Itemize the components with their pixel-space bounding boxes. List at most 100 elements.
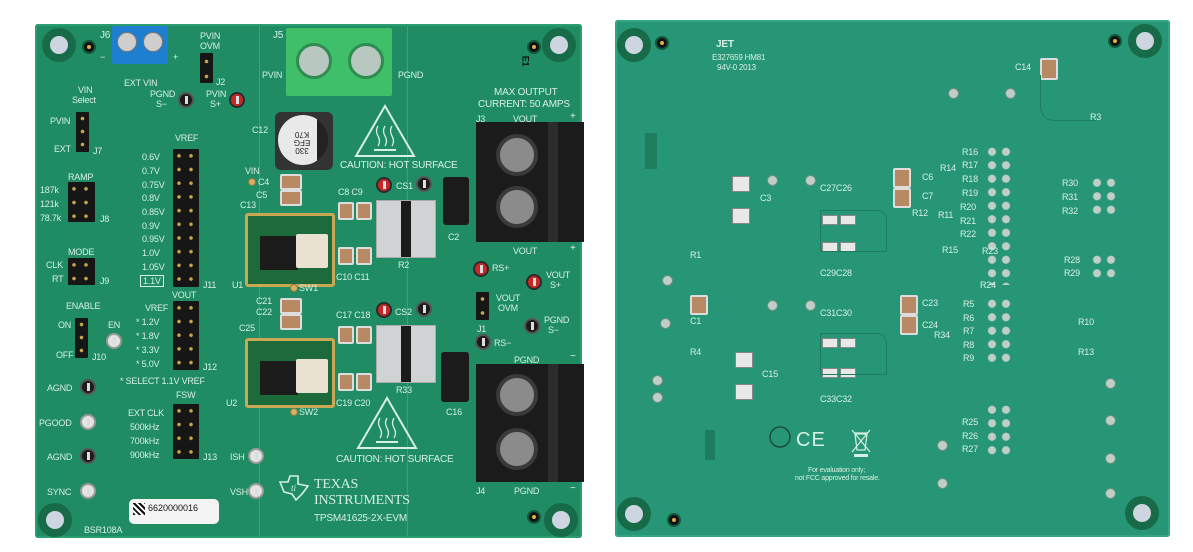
serial-number: 6620000016	[148, 503, 199, 513]
ref-r14: R14	[940, 163, 956, 173]
svg-text:ti: ti	[291, 483, 297, 493]
vref-option-selected: 1.1V	[140, 275, 164, 287]
test-point-vout-sense[interactable]	[526, 274, 542, 290]
label-c8-c9: C8 C9	[338, 187, 363, 197]
test-point-pgood[interactable]	[80, 414, 96, 430]
ref-r20: R20	[960, 202, 976, 212]
label-j11: J11	[203, 280, 217, 290]
label-cs2: CS2	[395, 307, 412, 317]
fsw-option: 700kHz	[130, 436, 160, 446]
label-plus: +	[570, 243, 576, 254]
test-point-vsh[interactable]	[248, 483, 264, 499]
test-point-current-sense-1-positive[interactable]	[376, 177, 392, 193]
capacitor-c9	[356, 202, 372, 220]
test-point-enable[interactable]	[106, 333, 122, 349]
plane-divider	[407, 26, 408, 536]
test-point-current-sense-2-negative[interactable]	[416, 301, 432, 317]
test-point-agnd[interactable]	[80, 379, 96, 395]
test-point-rs-plus[interactable]	[473, 261, 489, 277]
copper-trace	[1040, 75, 1096, 121]
label-ramp-78k: 78.7k	[40, 213, 62, 223]
test-point-pgnd-sense[interactable]	[178, 92, 194, 108]
label-sw1: SW1	[299, 283, 318, 293]
ref-r1: R1	[690, 250, 702, 260]
pgnd-terminal-block-j4[interactable]	[476, 364, 584, 482]
test-point-current-sense-2-positive[interactable]	[376, 302, 392, 318]
test-point-pgnd-sense-2[interactable]	[524, 318, 540, 334]
ref-r25: R25	[962, 417, 978, 427]
pad	[840, 368, 856, 378]
via-pad	[652, 375, 663, 386]
ref-r26: R26	[962, 431, 978, 441]
label-rs-minus: RS−	[494, 338, 512, 348]
vref-option: 1.05V	[142, 262, 165, 272]
test-point-pvin-sense[interactable]	[229, 92, 245, 108]
capacitor-c6	[893, 168, 911, 188]
capacitor-c24	[900, 315, 918, 335]
ref-c7: C7	[922, 191, 934, 201]
ref-r31: R31	[1062, 192, 1078, 202]
test-pad-sw2[interactable]	[290, 408, 298, 416]
ref-c33-c32: C33C32	[820, 394, 852, 404]
label-c5: C5	[256, 190, 268, 200]
power-module-u2	[245, 338, 335, 408]
label-minus: −	[570, 483, 576, 494]
ext-vin-terminal-block[interactable]	[112, 26, 168, 64]
fsw-option: EXT CLK	[128, 408, 164, 418]
vout-ovm-header-j1[interactable]	[476, 292, 489, 320]
via-pad	[652, 392, 663, 403]
pad	[735, 384, 753, 400]
vref-jumper-j11[interactable]	[173, 149, 199, 287]
label-r2: R2	[398, 260, 410, 270]
label-e1: E1	[520, 55, 531, 67]
label-c10-c11: C10 C11	[336, 272, 370, 282]
capacitor-c10	[338, 247, 354, 265]
capacitor-c5	[280, 190, 302, 206]
enable-jumper-j10[interactable]	[75, 318, 88, 358]
test-point-ish[interactable]	[248, 448, 264, 464]
ramp-jumper-j8[interactable]	[68, 182, 95, 222]
label-c22: C22	[256, 307, 272, 317]
vout-terminal-block-j3[interactable]	[476, 122, 584, 242]
ref-r3: R3	[1090, 112, 1102, 122]
caution-hot-surface-text: CAUTION: HOT SURFACE	[340, 160, 458, 171]
test-point-current-sense-1-negative[interactable]	[416, 176, 432, 192]
ref-c3: C3	[760, 193, 772, 203]
pvin-terminal-block-j5[interactable]	[286, 28, 392, 96]
label-c19-c20: C19 C20	[336, 398, 371, 408]
mounting-hole	[617, 497, 651, 531]
test-pad-vin[interactable]	[248, 178, 256, 186]
via	[527, 40, 541, 54]
vin-select-jumper-j7[interactable]	[76, 112, 89, 152]
ref-c6: C6	[922, 172, 934, 182]
label-vout-ovm-2: OVM	[498, 303, 518, 313]
qr-code-icon	[133, 503, 145, 515]
label-enable: ENABLE	[66, 301, 101, 311]
test-pad-sw1[interactable]	[290, 284, 298, 292]
mode-jumper-j9[interactable]	[68, 258, 95, 285]
ref-r29: R29	[1064, 268, 1080, 278]
vout-jumper-j12[interactable]	[173, 301, 199, 370]
hot-surface-warning-icon	[354, 104, 416, 157]
vref-option: 1.0V	[142, 248, 160, 258]
ref-r34: R34	[934, 330, 950, 340]
ref-r30: R30	[1062, 178, 1078, 188]
vout-option: VREF	[145, 303, 169, 313]
via-pad	[660, 318, 671, 329]
test-point-sync[interactable]	[80, 483, 96, 499]
test-point-agnd[interactable]	[80, 448, 96, 464]
label-j13: J13	[203, 452, 217, 462]
test-point-rs-minus[interactable]	[475, 334, 491, 350]
select-vref-note: * SELECT 1.1V VREF	[120, 376, 205, 386]
label-agnd: AGND	[47, 452, 73, 462]
pvin-ovm-header-j2[interactable]	[200, 53, 213, 83]
ref-r8: R8	[963, 340, 975, 350]
resistor-array-pads	[1090, 253, 1118, 281]
label-j7: J7	[93, 146, 103, 156]
fsw-jumper-j13[interactable]	[173, 404, 199, 459]
disclaimer-text-2: not FCC approved for resale.	[795, 475, 880, 482]
ref-c23: C23	[922, 298, 938, 308]
capacitor-c20	[356, 373, 372, 391]
mounting-hole	[617, 28, 651, 62]
label-pvin-s: PVIN	[206, 89, 227, 99]
